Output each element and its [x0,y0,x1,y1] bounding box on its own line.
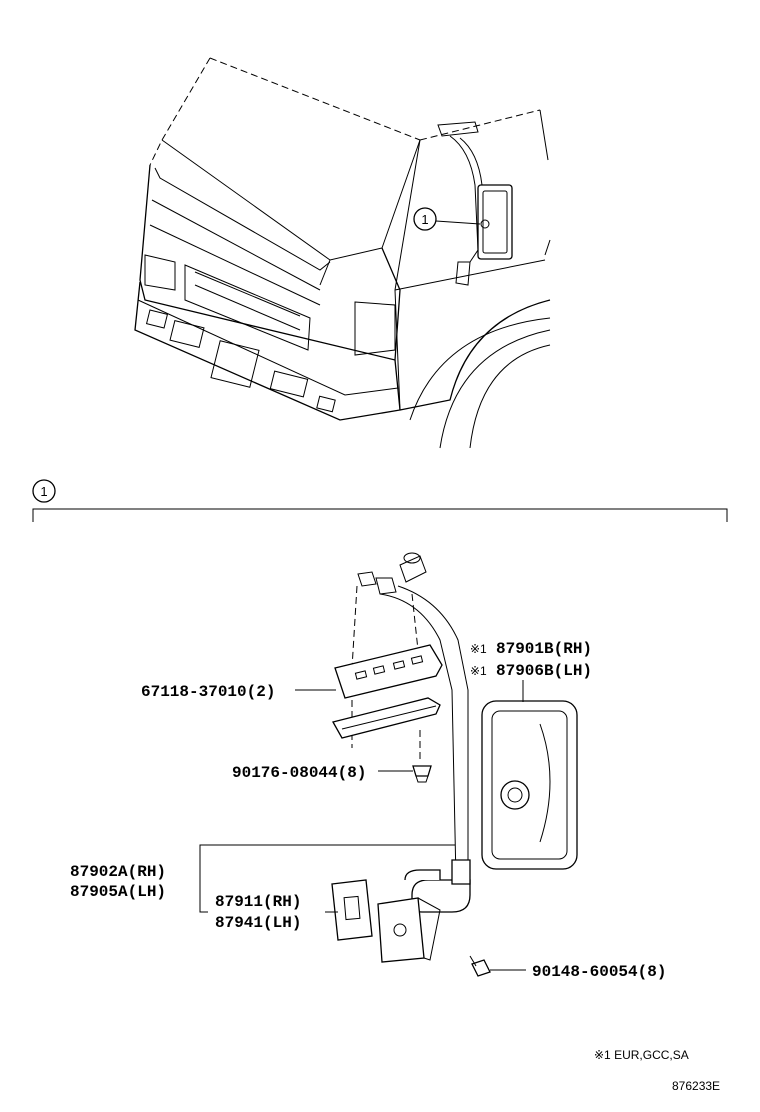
label-clip: 90176-08044(8) [232,764,366,782]
label-gasket-lh: 87941(LH) [215,914,301,932]
footnotes: ※1 EUR,GCC,SA 876233E [594,1048,720,1093]
label-stay-lh: 87905A(LH) [70,883,166,901]
leader-lines [199,680,526,971]
mirror-note-mark-lh: ※1 [470,664,487,678]
exploded-mirror-assembly [331,552,578,977]
label-gasket-rh: 87911(RH) [215,893,301,911]
svg-text:1: 1 [40,484,47,499]
drawing-code: 876233E [672,1079,720,1093]
section-header: 1 [32,479,728,522]
label-stay-rh: 87902A(RH) [70,863,166,881]
part-labels: 67118-37010(2) 90176-08044(8) 87902A(RH)… [70,640,666,981]
callout-top: 1 [413,207,481,231]
label-bracket: 67118-37010(2) [141,683,275,701]
mirror-note-mark-rh: ※1 [470,642,487,656]
svg-text:1: 1 [421,212,428,227]
label-mirror-lh: 87906B(LH) [496,662,592,680]
truck-cab-illustration [134,57,551,449]
label-mirror-rh: 87901B(RH) [496,640,592,658]
region-note: ※1 EUR,GCC,SA [594,1048,689,1062]
label-screw: 90148-60054(8) [532,963,666,981]
